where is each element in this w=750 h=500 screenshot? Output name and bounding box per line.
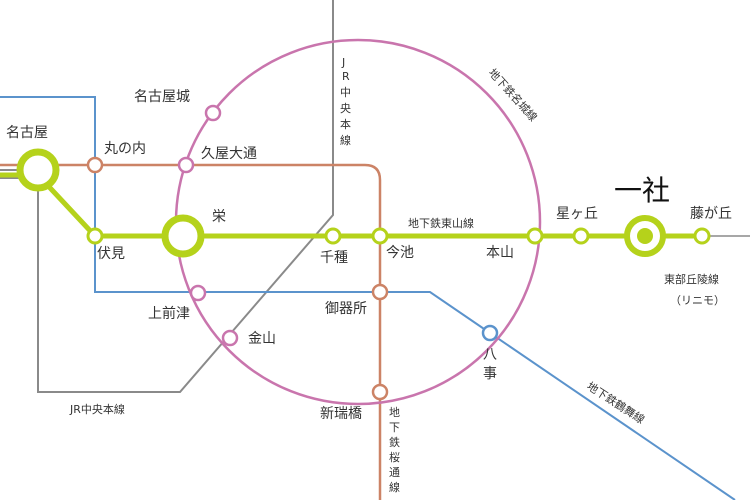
label-sakuradori-vertical: 地 下 鉄 桜 通 線: [389, 406, 400, 494]
label-nagoyajo: 名古屋城: [134, 89, 190, 105]
station-marker-kamimaezu[interactable]: [189, 284, 207, 302]
label-kamimaezu: 上前津: [148, 305, 190, 322]
station-marker-nagoyajo[interactable]: [204, 104, 222, 122]
jr-chuo-char: 本: [340, 117, 351, 131]
station-marker-chikusa[interactable]: [324, 227, 342, 245]
jr-chuo-char: 線: [340, 133, 351, 147]
label-linimo-sub: （リニモ）: [670, 294, 725, 307]
station-marker-nagoya[interactable]: [16, 148, 60, 192]
label-hisaya-odori: 久屋大通: [201, 146, 257, 162]
label-fujigaoka: 藤が丘: [690, 206, 732, 222]
jr-chuo-char: 央: [340, 102, 351, 115]
label-imaike: 今池: [386, 245, 414, 261]
jr-chuo-char: J: [341, 56, 345, 69]
station-marker-hoshigaoka[interactable]: [572, 227, 590, 245]
station-marker-fushimi[interactable]: [86, 227, 104, 245]
label-gokiso: 御器所: [325, 301, 367, 317]
station-marker-issha-core: [637, 228, 653, 244]
station-marker-shin-mizuho[interactable]: [371, 383, 389, 401]
label-marunouchi: 丸の内: [104, 141, 146, 157]
label-hoshigaoka: 星ヶ丘: [556, 206, 598, 222]
label-nagoya: 名古屋: [6, 125, 48, 141]
sakuradori-char: 下: [389, 421, 400, 434]
label-meijo-line: 地下鉄名城線: [486, 66, 541, 124]
label-fushimi: 伏見: [97, 246, 125, 262]
station-marker-gokiso[interactable]: [371, 283, 389, 301]
station-marker-yagoto[interactable]: [481, 324, 499, 342]
sakuradori-char: 通: [389, 466, 400, 479]
label-jr-chuo-horizontal: JR中央本線: [69, 402, 125, 416]
label-issha: 一社: [614, 174, 670, 207]
station-marker-imaike[interactable]: [371, 227, 389, 245]
tsurumai-line: [0, 96, 736, 500]
label-kanayama: 金山: [248, 331, 276, 347]
sakuradori-line: [0, 163, 382, 500]
label-yagoto-2: 事: [483, 366, 497, 382]
label-shin-mizuho: 新瑞橋: [320, 406, 362, 422]
station-marker-motoyama[interactable]: [526, 227, 544, 245]
jr-chuo-char: R: [342, 70, 350, 83]
label-sakae: 栄: [212, 209, 226, 225]
label-linimo-name: 東部丘陵線: [664, 272, 719, 286]
station-marker-sakae[interactable]: [161, 214, 205, 258]
jr-chuo-char: 中: [340, 86, 351, 99]
label-yagoto-1: 八: [483, 347, 497, 363]
station-marker-fujigaoka[interactable]: [693, 227, 711, 245]
label-motoyama: 本山: [486, 245, 514, 261]
sakuradori-char: 桜: [389, 450, 400, 464]
sakuradori-char: 地: [389, 406, 400, 419]
label-chikusa: 千種: [320, 250, 348, 266]
jr-chuo-line: [0, 0, 334, 393]
label-jr-chuo-vertical: J R 中 央 本 線: [340, 56, 351, 147]
sakuradori-char: 線: [389, 480, 400, 494]
station-marker-hisaya-odori[interactable]: [177, 156, 195, 174]
label-higashiyama-line: 地下鉄東山線: [408, 216, 474, 230]
sakuradori-char: 鉄: [389, 435, 400, 449]
station-marker-marunouchi[interactable]: [86, 156, 104, 174]
station-marker-kanayama[interactable]: [221, 329, 239, 347]
